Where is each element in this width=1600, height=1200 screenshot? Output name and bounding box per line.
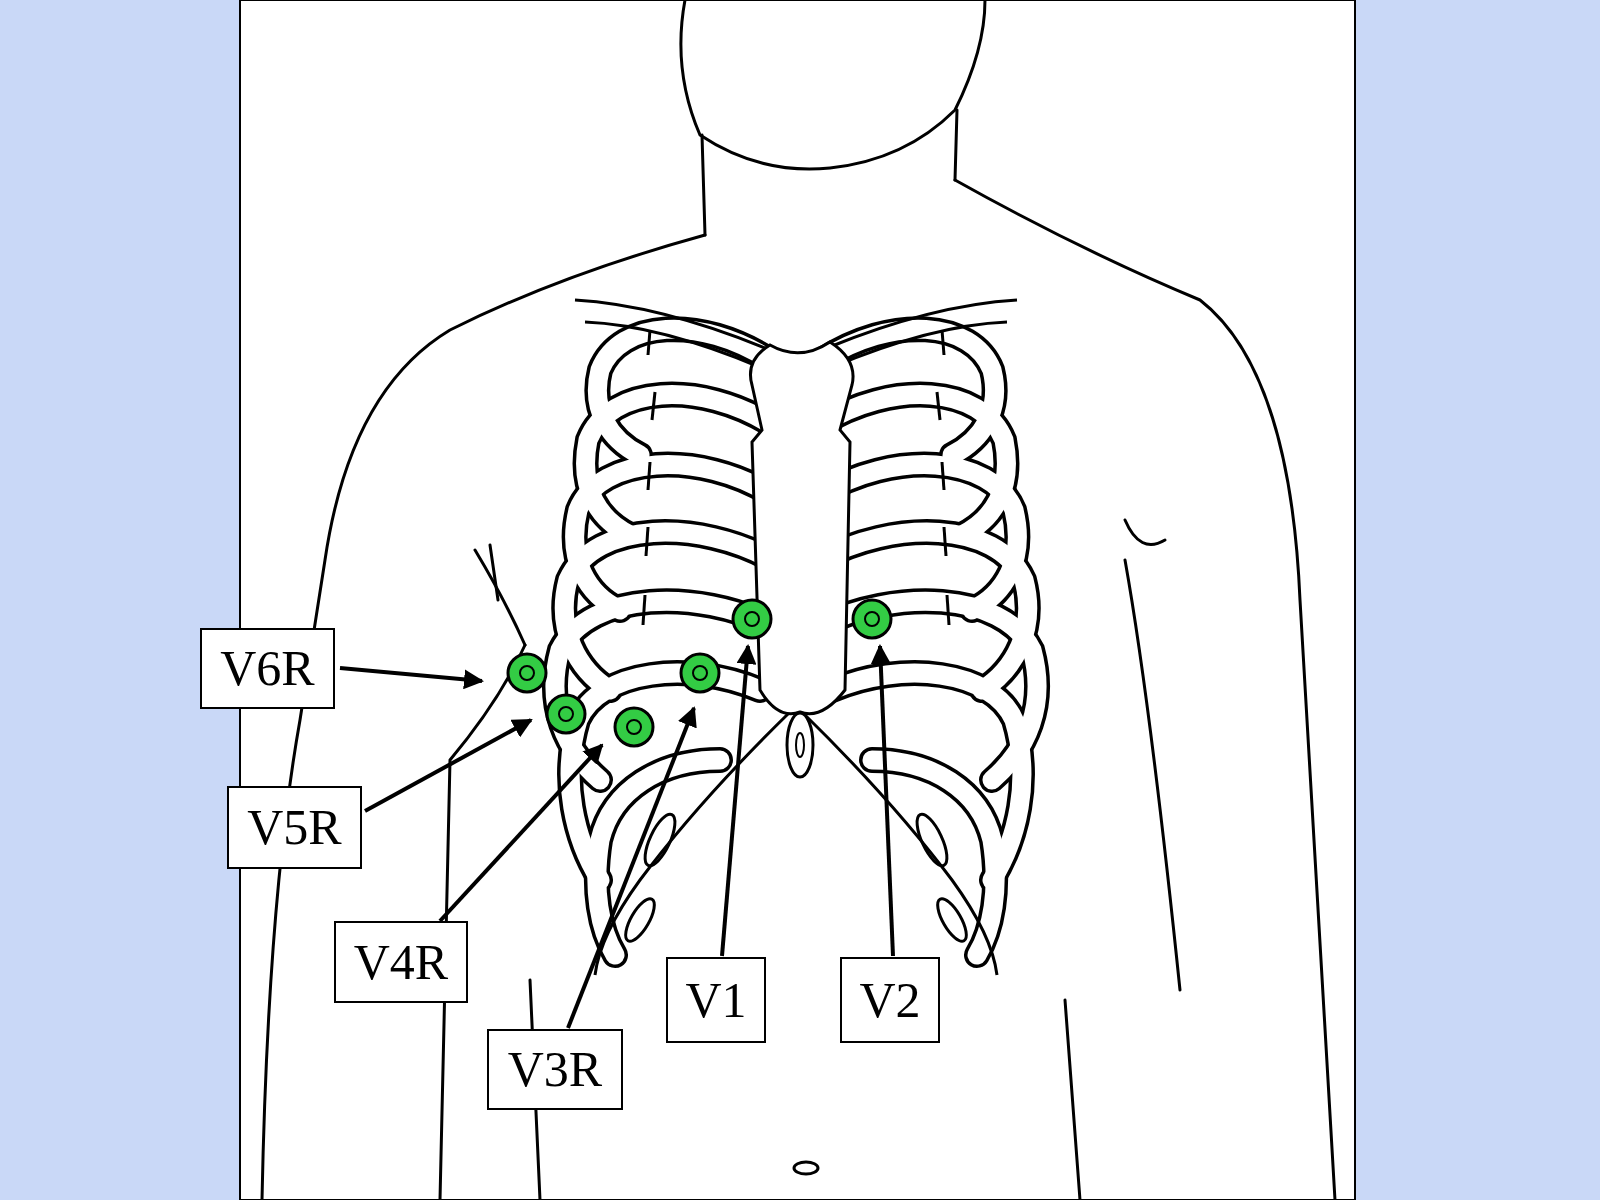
- leader-arrow: [340, 646, 893, 1028]
- lead-label-box: V3R: [487, 1029, 623, 1110]
- lead-label-box: V1: [666, 957, 766, 1043]
- lead-label-box: V6R: [200, 628, 335, 709]
- electrode: [508, 600, 891, 746]
- lead-name: V1: [685, 973, 746, 1028]
- lead-name: V5R: [247, 800, 341, 855]
- lead-name: V3R: [508, 1042, 602, 1097]
- lead-label-box: V2: [840, 957, 940, 1043]
- lead-name: V2: [859, 973, 920, 1028]
- lead-name: V6R: [220, 641, 314, 696]
- lead-label-box: V4R: [334, 921, 468, 1003]
- lead-label-box: V5R: [227, 786, 362, 869]
- lead-name: V4R: [354, 935, 448, 990]
